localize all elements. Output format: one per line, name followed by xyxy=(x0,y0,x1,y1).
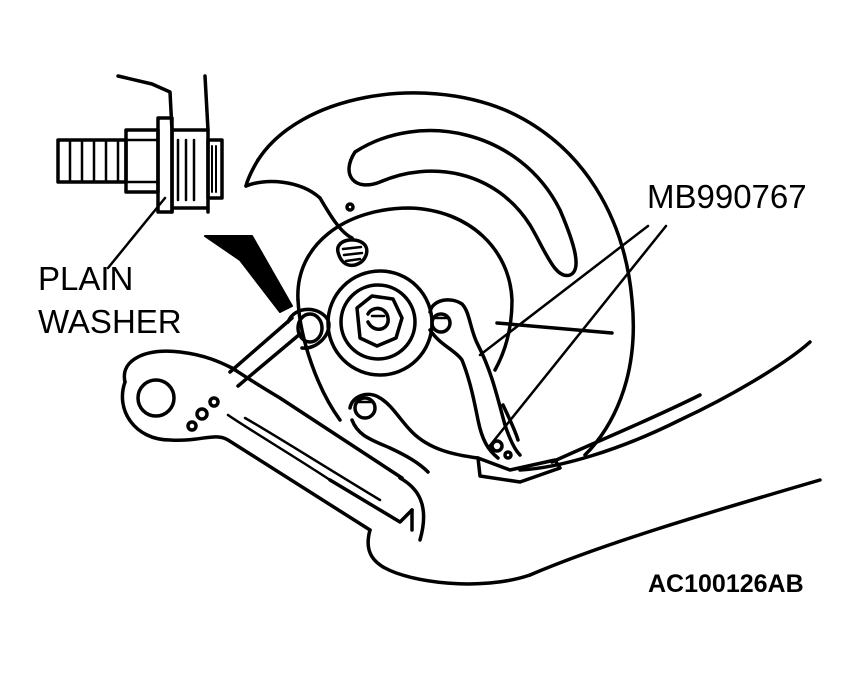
hub-nut xyxy=(355,294,404,348)
plain-washer-label-line2: WASHER xyxy=(38,303,182,340)
hand xyxy=(366,340,822,586)
figure-code-label: AC100126AB xyxy=(648,570,804,598)
ratchet-handle xyxy=(120,349,414,532)
disc-slot xyxy=(347,128,578,278)
tool-leader-lower xyxy=(486,224,668,450)
hub-flange xyxy=(296,206,514,422)
brake-disc xyxy=(244,91,635,457)
tool-number-label: MB990767 xyxy=(647,178,807,215)
leader-lines xyxy=(106,196,668,450)
direction-arrow xyxy=(204,235,293,313)
plain-washer-label-line1: PLAIN xyxy=(38,260,134,297)
tool-leader-upper xyxy=(478,224,650,357)
special-tool xyxy=(348,298,562,484)
wheel-stud xyxy=(336,238,369,268)
washer-leader xyxy=(106,196,167,270)
bolt-inset xyxy=(56,74,224,214)
